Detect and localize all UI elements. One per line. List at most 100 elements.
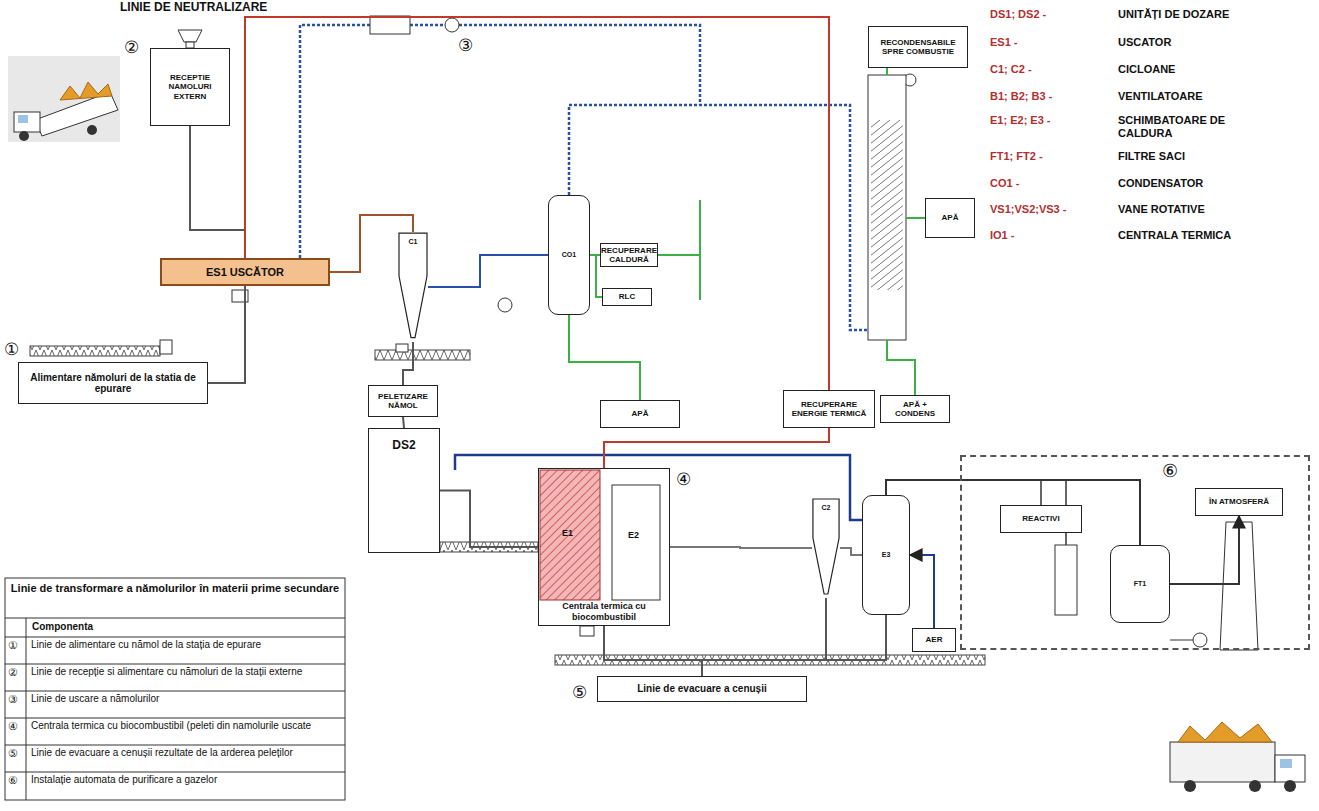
- connector: [190, 126, 245, 258]
- node-label: RECUPERARE CALDURĂ: [601, 246, 657, 264]
- cyclone-outline: [399, 233, 427, 338]
- drawing-part: [612, 485, 660, 600]
- legend-entry: CICLOANE: [1118, 63, 1175, 76]
- water-box: APĂ: [600, 400, 680, 428]
- connector: [840, 548, 862, 555]
- node-label: CO1: [562, 251, 576, 259]
- part-label: E2: [628, 530, 639, 540]
- drawing-part: [410, 24, 445, 27]
- drawing-part: [5, 691, 345, 692]
- bag-filter: FT1: [1110, 545, 1170, 623]
- drawing-part: [19, 131, 29, 141]
- node-label: Linie de evacuare a cenușii: [637, 683, 767, 695]
- legend-entry: CENTRALA TERMICA: [1118, 229, 1231, 242]
- table-cell: Centrala termica cu biocombustibil (pele…: [31, 720, 341, 732]
- reagent-box: REACTIVI: [1000, 505, 1082, 533]
- drawing-part: [1280, 759, 1292, 768]
- process-box: RECUPERARE ENERGIE TERMICĂ: [783, 390, 875, 428]
- connector: [910, 555, 934, 628]
- process-box: PELETIZARE NĂMOL: [368, 385, 438, 417]
- drawing-part: [1184, 780, 1196, 792]
- drawing-part: [375, 350, 470, 360]
- node-label: RECEPTIE NAMOLURI EXTERN: [153, 73, 227, 101]
- process-box: RECONDENSABILE SPRE COMBUSTIE: [868, 26, 968, 68]
- node-label: RECONDENSABILE SPRE COMBUSTIE: [871, 38, 965, 56]
- drawing-part: [5, 578, 345, 800]
- boiler-box: Centrala termica cu biocombustibil: [538, 468, 670, 626]
- table-cell: Linie de evacuare a cenușii rezultate de…: [31, 747, 341, 759]
- node-label: APĂ + CONDENS: [883, 400, 947, 418]
- drawing-part: [868, 75, 906, 340]
- drawing-part: [886, 68, 888, 75]
- drawing-part: [569, 105, 868, 330]
- connector: [208, 286, 245, 383]
- table-cell: ④: [8, 720, 18, 733]
- drawing-part: [498, 298, 512, 312]
- drawing-part: [1055, 545, 1077, 615]
- connector: [569, 315, 640, 400]
- node-label: REACTIVI: [1022, 514, 1059, 523]
- connector: [886, 480, 1140, 545]
- distributor-box: [370, 16, 410, 34]
- legend-entry: DS1; DS2 -: [990, 8, 1046, 21]
- drawing-part: [14, 112, 40, 132]
- connector: [702, 598, 826, 676]
- connector: [245, 17, 829, 390]
- drawing-part: [459, 25, 700, 105]
- node-label: AER: [926, 635, 943, 644]
- ash-line-box: Linie de evacuare a cenușii: [597, 676, 807, 702]
- drawing-part: [396, 344, 408, 352]
- node-label: APĂ: [942, 213, 959, 222]
- node-label: Centrala termica cu biocombustibil: [541, 601, 667, 622]
- legend-entry: VS1;VS2;VS3 -: [990, 203, 1066, 216]
- drawing-part: [5, 664, 345, 665]
- table-cell: Linie de uscare a nămolurilor: [31, 693, 341, 705]
- drawing-part: [87, 125, 97, 135]
- drawing-part: [1275, 755, 1305, 782]
- process-box: RECEPTIE NAMOLURI EXTERN: [150, 48, 230, 126]
- gas-cleaning-region: ⑥REACTIVIÎN ATMOSFERĂFT1: [960, 455, 1310, 650]
- drawing-part: [1193, 633, 1207, 647]
- drawing-part: [18, 115, 28, 123]
- legend-entry: UNITĂȚI DE DOZARE: [1118, 8, 1229, 21]
- node-label: Alimentare nămoluri de la statia de epur…: [21, 372, 205, 395]
- connector: [403, 417, 404, 428]
- legend-entry: IO1 -: [990, 229, 1014, 242]
- drawing-part: [5, 772, 345, 773]
- dosing-unit: DS2: [368, 428, 440, 553]
- drawing-part: [1170, 742, 1275, 782]
- legend-entry: FT1; FT2 -: [990, 150, 1043, 163]
- truck-icon: [1170, 722, 1305, 792]
- node-label: RECUPERARE ENERGIE TERMICĂ: [786, 400, 872, 418]
- legend-entry: FILTRE SACI: [1118, 150, 1185, 163]
- drawing-part: [1178, 722, 1272, 742]
- node-label: C1: [409, 238, 418, 246]
- table-cell: ⑥: [8, 774, 18, 787]
- connector: [440, 491, 538, 548]
- legend-entry: SCHIMBATOARE DE CALDURA: [1118, 114, 1228, 139]
- feed-box: Alimentare nămoluri de la statia de epur…: [18, 362, 208, 404]
- drawing-part: [906, 217, 925, 219]
- drawing-part: [699, 200, 701, 300]
- boiler-exchanger: [540, 470, 660, 600]
- table-grid: [5, 578, 345, 800]
- hopper: [178, 30, 202, 48]
- drawing-part: [5, 745, 345, 746]
- callout-number: ①: [4, 340, 19, 360]
- node-label: ⑥: [1162, 461, 1178, 482]
- truck-icon: [8, 56, 120, 142]
- table-cell: ③: [8, 693, 18, 706]
- legend-entry: VANE ROTATIVE: [1118, 203, 1205, 216]
- legend-entry: CO1 -: [990, 177, 1019, 190]
- callout-number: ②: [124, 38, 139, 58]
- callout-number: ⑤: [572, 683, 587, 703]
- drawing-part: [445, 18, 459, 32]
- cyclone: C1: [398, 232, 428, 342]
- drawing-part: [1284, 780, 1296, 792]
- process-box: RECUPERARE CALDURĂ: [600, 243, 658, 267]
- connector: [403, 342, 413, 385]
- cyclone-outline: [812, 498, 840, 598]
- drawing-part: [5, 637, 345, 638]
- table-cell: Componenta: [32, 621, 332, 633]
- water-box: APĂ: [925, 198, 975, 238]
